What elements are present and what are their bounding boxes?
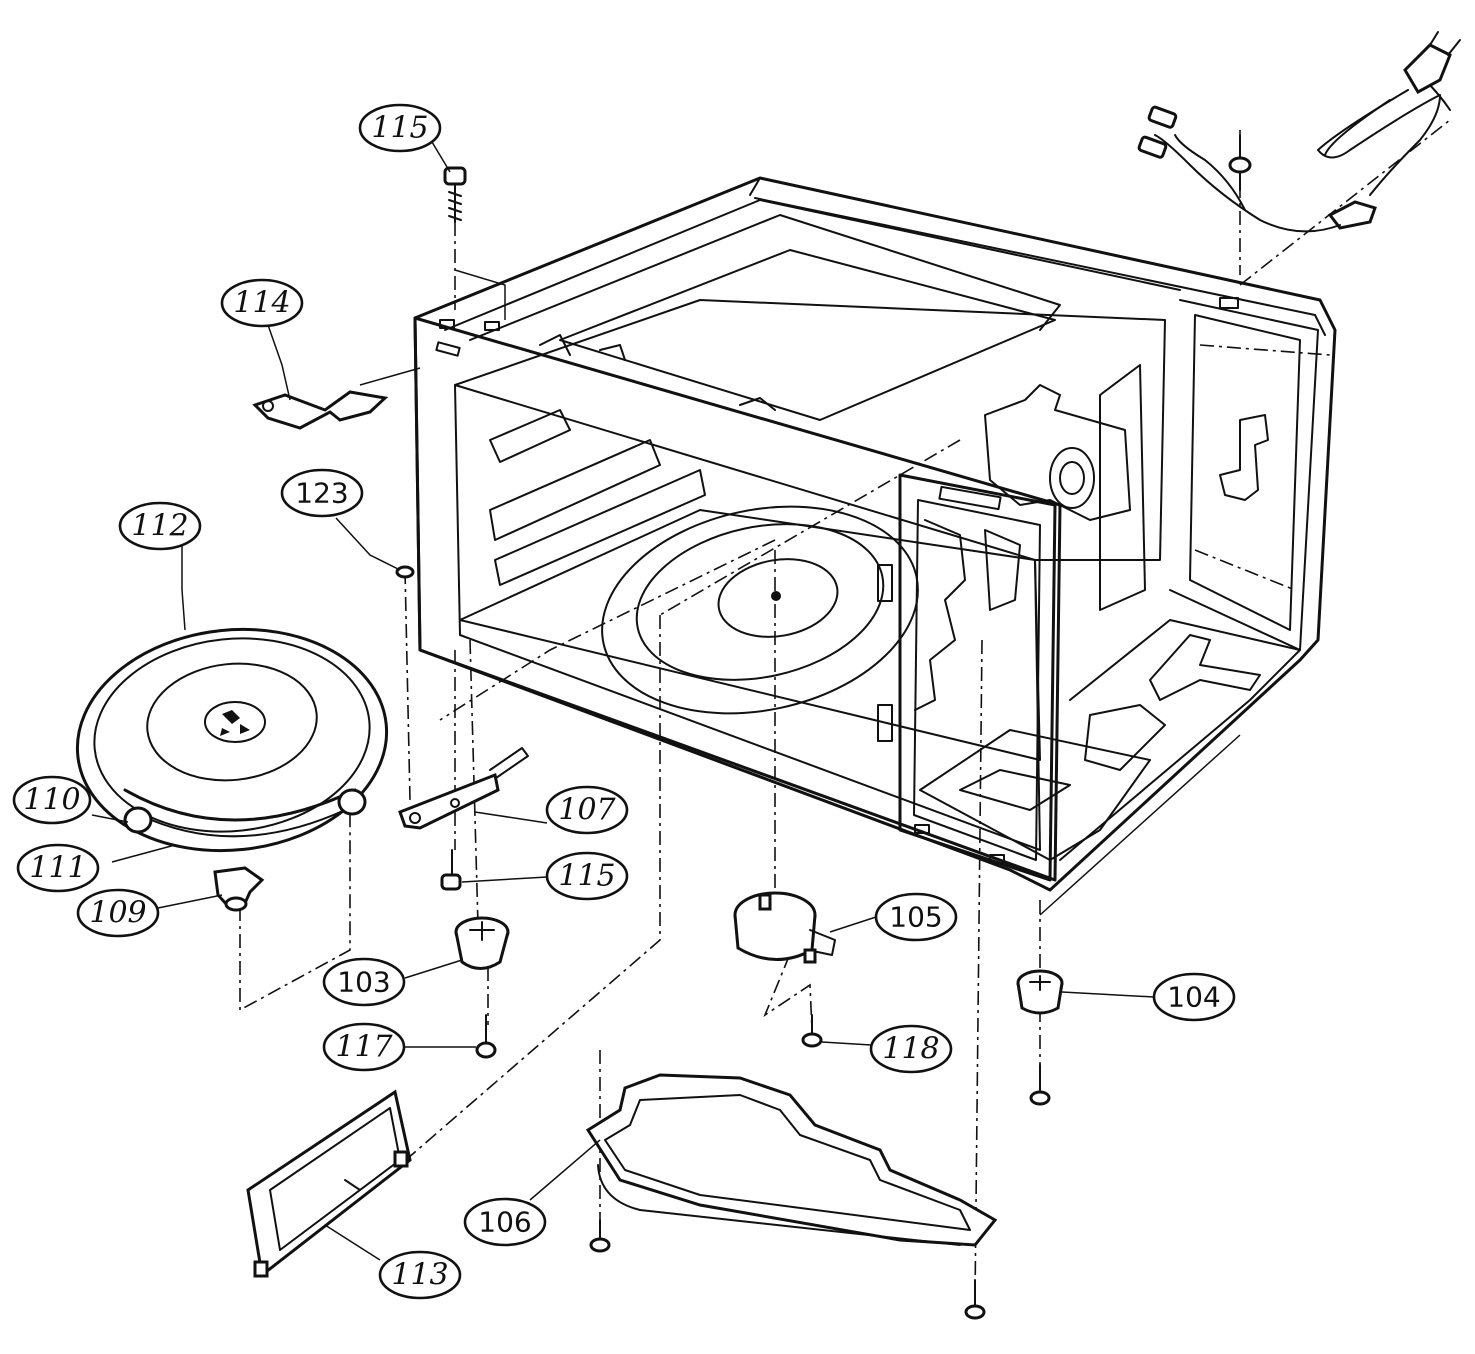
coupler-109 xyxy=(213,866,265,912)
callout-114: 114 xyxy=(220,278,304,328)
svg-text:110: 110 xyxy=(23,783,80,818)
screw-117 xyxy=(475,1014,497,1059)
svg-text:103: 103 xyxy=(337,966,390,999)
callout-110: 110 xyxy=(12,775,92,825)
callout-111: 111 xyxy=(16,843,100,893)
callout-115-mid: 115 xyxy=(545,851,629,901)
svg-text:115: 115 xyxy=(371,111,428,146)
svg-text:113: 113 xyxy=(391,1258,448,1293)
callout-103: 103 xyxy=(322,957,406,1007)
bracket-114 xyxy=(252,390,389,430)
callout-115-top: 115 xyxy=(358,103,442,153)
callout-117: 117 xyxy=(322,1022,406,1072)
callout-118: 118 xyxy=(869,1024,953,1074)
screw-115-mid xyxy=(440,849,462,891)
foot-103 xyxy=(454,916,510,970)
svg-text:114: 114 xyxy=(233,286,290,321)
screw-bottom xyxy=(964,1279,986,1320)
svg-text:106: 106 xyxy=(478,1206,531,1239)
callout-105: 105 xyxy=(874,892,958,942)
turntable-tray-112 xyxy=(75,627,389,853)
cabinet xyxy=(413,176,1337,892)
callout-107: 107 xyxy=(545,785,629,835)
callout-113: 113 xyxy=(378,1250,462,1300)
svg-text:118: 118 xyxy=(882,1032,939,1067)
svg-text:107: 107 xyxy=(558,793,616,828)
svg-text:112: 112 xyxy=(131,509,188,544)
foot-104 xyxy=(1016,969,1064,1106)
callout-123: 123 xyxy=(280,468,364,518)
svg-text:104: 104 xyxy=(1167,981,1220,1014)
callout-104: 104 xyxy=(1152,972,1236,1022)
screw-118 xyxy=(801,1014,823,1048)
svg-text:105: 105 xyxy=(889,901,942,934)
waveguide-cover-113 xyxy=(246,1089,412,1278)
svg-text:115: 115 xyxy=(558,859,615,894)
reference-lines xyxy=(239,119,1451,1301)
power-cord xyxy=(1137,31,1461,233)
washer-123 xyxy=(395,565,415,579)
leader-lines xyxy=(91,141,1155,1261)
screw-115-top xyxy=(443,166,467,223)
callout-109: 109 xyxy=(76,888,160,938)
svg-text:109: 109 xyxy=(89,896,146,931)
callout-106: 106 xyxy=(463,1197,547,1247)
svg-text:117: 117 xyxy=(335,1030,393,1065)
svg-text:111: 111 xyxy=(29,851,86,886)
bracket-107 xyxy=(398,747,529,830)
bottom-cover-106 xyxy=(585,1073,998,1253)
svg-text:123: 123 xyxy=(295,477,348,510)
turntable-motor-105 xyxy=(733,891,836,964)
callout-112: 112 xyxy=(118,501,202,551)
